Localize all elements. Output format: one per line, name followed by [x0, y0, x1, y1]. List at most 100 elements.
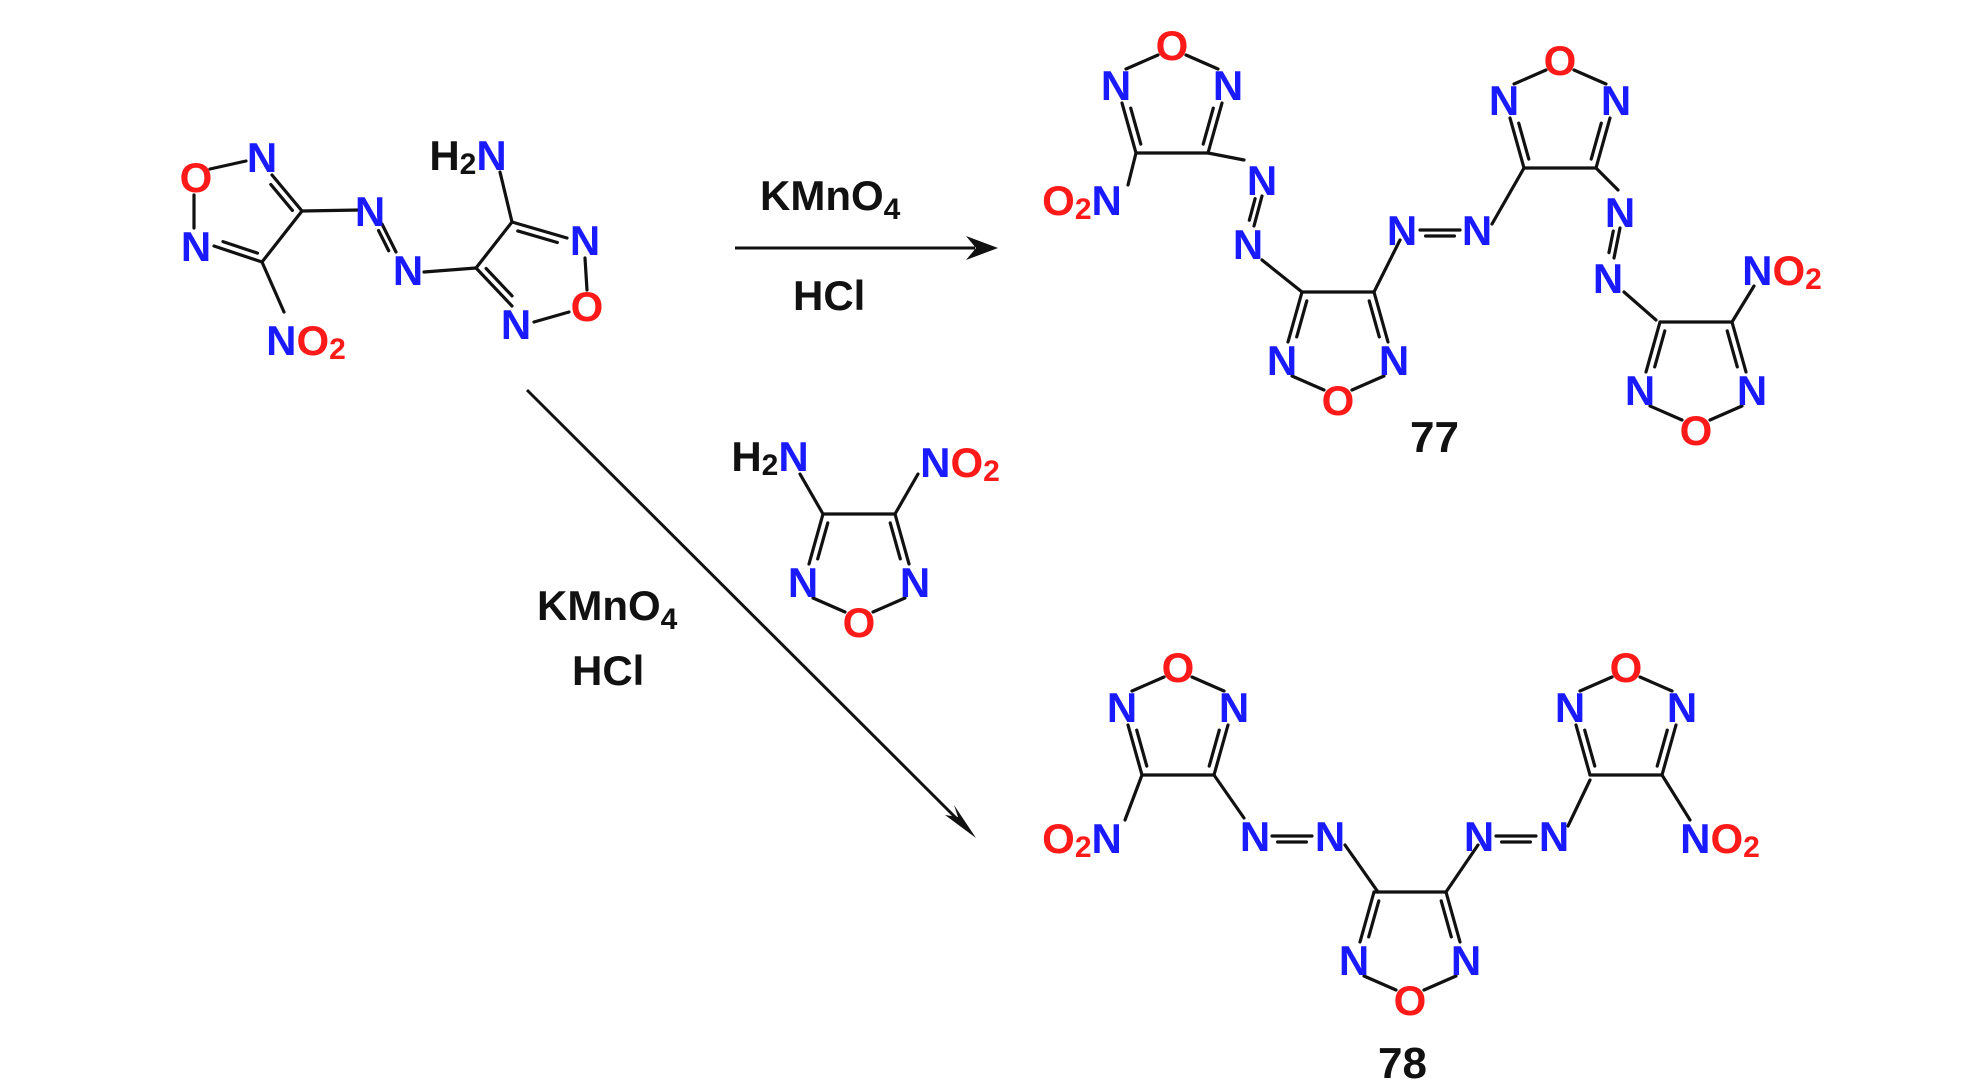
double-bond: [474, 266, 514, 308]
nitrogen-atom: N: [1489, 77, 1519, 124]
reagent-diag-hcl: HCl: [572, 647, 644, 694]
nitrogen-atom: N: [1667, 684, 1697, 731]
ring-bond: [1350, 374, 1386, 392]
substituent-bond: [1594, 166, 1620, 192]
nitrogen-atom: N: [1555, 684, 1585, 731]
double-bond: [1612, 226, 1622, 260]
amino-group: H2N: [429, 132, 506, 181]
nitrogen-atom: N: [1605, 189, 1635, 236]
double-bond: [1508, 116, 1526, 170]
nitrogen-atom: N: [1379, 337, 1409, 384]
nitrogen-atom: N: [1267, 337, 1297, 384]
double-bond-inner: [1367, 899, 1381, 939]
double-bond-inner: [1135, 728, 1149, 768]
double-bond: [1372, 290, 1390, 344]
oxygen-atom: O: [180, 154, 213, 201]
double-bond-inner: [1517, 121, 1531, 161]
double-bond-inner: [1201, 106, 1215, 146]
double-bond: [212, 244, 264, 264]
double-bond: [1252, 194, 1264, 228]
double-bond-inner: [1439, 899, 1453, 939]
substituent-bond: [498, 170, 514, 224]
substituent-bond: [1566, 778, 1592, 828]
nitrogen-atom: N: [1601, 77, 1631, 124]
substituent-bond: [1343, 843, 1380, 894]
reaction-arrow-top: [735, 236, 998, 260]
double-bond: [380, 222, 398, 254]
oxygen-atom: O: [1156, 22, 1189, 69]
nitro-group: NO2: [266, 317, 346, 366]
double-bond: [1730, 320, 1748, 374]
ring-bond: [1184, 53, 1220, 71]
double-bond: [1120, 101, 1138, 155]
ring-bond: [1362, 974, 1398, 992]
nitro-group: O2N: [1042, 177, 1122, 226]
nitrogen-atom: N: [1539, 813, 1569, 860]
double-bond-inner: [1655, 728, 1669, 768]
nitrogen-atom: N: [1219, 684, 1249, 731]
substituent-bond: [1123, 773, 1144, 822]
nitro-group: NO2: [920, 439, 1000, 488]
nitrogen-atom: N: [1240, 813, 1270, 860]
reagent-diag-kmno4: KMnO4: [537, 582, 678, 636]
double-bond-inner: [1653, 329, 1667, 369]
oxygen-atom: O: [843, 599, 876, 646]
substituent-bond: [1490, 166, 1526, 226]
substituent-bond: [260, 260, 286, 314]
nitrogen-atom: N: [900, 559, 930, 606]
substituent-bond: [1622, 290, 1658, 322]
nitrogen-atom: N: [1247, 157, 1277, 204]
double-bond-inner: [888, 521, 902, 561]
double-bond: [1444, 890, 1462, 944]
nitrogen-atom: N: [1451, 937, 1481, 984]
substituent-bond: [1126, 151, 1138, 187]
ring-bond: [1572, 68, 1608, 86]
nitrogen-atom: N: [1593, 255, 1623, 302]
double-bond: [1358, 890, 1376, 944]
ring-bond: [583, 256, 589, 292]
ring-bond: [1130, 675, 1166, 693]
substituent-bond: [1444, 843, 1480, 894]
double-bond-inner: [1367, 299, 1381, 339]
double-bond-inner: [376, 229, 391, 253]
substituent-bond: [1730, 284, 1756, 324]
nitro-group: O2N: [1042, 815, 1122, 864]
ring-bond: [1708, 404, 1744, 422]
double-bond: [270, 173, 304, 213]
nitrogen-atom: N: [1107, 684, 1137, 731]
ring-bond: [1638, 675, 1674, 693]
nitrogen-atom: N: [1233, 221, 1263, 268]
double-bond-inner: [1725, 329, 1739, 369]
nitrogen-atom: N: [788, 559, 818, 606]
double-bond: [1206, 101, 1224, 155]
substituent-bond: [300, 208, 362, 213]
ring-bond: [1290, 374, 1326, 392]
ring-bond: [260, 209, 304, 264]
oxygen-atom: O: [1680, 407, 1713, 454]
nitrogen-atom: N: [181, 223, 211, 270]
double-bond: [807, 512, 825, 566]
ring-bond: [1578, 675, 1614, 693]
double-bond: [1286, 290, 1304, 344]
nitrogen-atom: N: [1625, 367, 1655, 414]
nitrogen-atom: N: [501, 301, 531, 348]
double-bond: [1126, 723, 1144, 777]
oxygen-atom: O: [1394, 977, 1427, 1024]
double-bond-inner: [1589, 121, 1603, 161]
double-bond: [1660, 723, 1678, 777]
reagent-top-hcl: HCl: [793, 272, 865, 319]
nitrogen-atom: N: [1737, 367, 1767, 414]
ring-bond: [1422, 974, 1458, 992]
ring-bond: [871, 596, 907, 614]
ring-bond: [1512, 68, 1548, 86]
compound-number-77: 77: [1410, 413, 1459, 462]
substituent-bond: [1212, 773, 1246, 820]
nitrogen-atom: N: [1213, 62, 1243, 109]
double-bond-inner: [816, 521, 830, 561]
double-bond-inner: [1583, 728, 1597, 768]
substituent-bond: [893, 472, 920, 516]
amino-group: H2N: [731, 433, 808, 482]
double-bond-inner: [1207, 728, 1221, 768]
